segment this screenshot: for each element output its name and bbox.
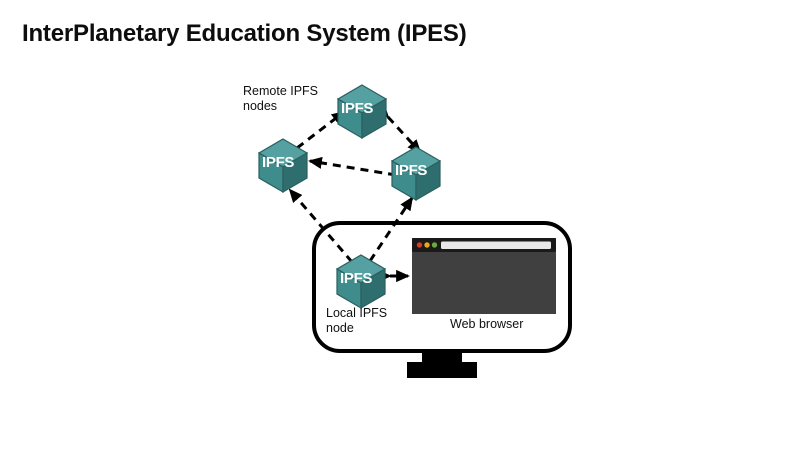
link-local-to-remote-right <box>358 196 414 275</box>
web-browser-caption: Web browser <box>450 317 524 331</box>
local-node-caption: Local IPFS node <box>326 306 388 335</box>
cube-right-face <box>415 159 441 202</box>
link-local-to-remote-left <box>288 188 365 275</box>
ipfs-node-remote-left[interactable] <box>257 138 309 194</box>
browser-window[interactable] <box>412 238 556 314</box>
remote-nodes-caption: Remote IPFS nodes <box>243 84 319 113</box>
page-title: InterPlanetary Education System (IPES) <box>22 20 467 47</box>
link-remote-left-to-remote-top <box>283 110 346 161</box>
network-links <box>283 104 422 275</box>
link-remote-top-to-remote-right <box>375 104 422 154</box>
ipfs-node-remote-right[interactable] <box>390 146 442 202</box>
ipfs-node-remote-top[interactable] <box>336 84 388 140</box>
link-remote-right-to-remote-left <box>308 156 409 183</box>
cube-right-face <box>360 267 386 310</box>
cube-right-face <box>282 151 308 194</box>
browser-minimize-dot-yellow-icon[interactable] <box>424 242 430 248</box>
cube-right-face <box>361 97 387 140</box>
browser-close-dot-red-icon[interactable] <box>416 242 423 248</box>
browser-maximize-dot-green-icon[interactable] <box>431 242 438 248</box>
browser-address-bar[interactable] <box>441 241 551 250</box>
ipfs-node-local[interactable] <box>335 254 387 310</box>
monitor-stand-base <box>407 362 477 378</box>
